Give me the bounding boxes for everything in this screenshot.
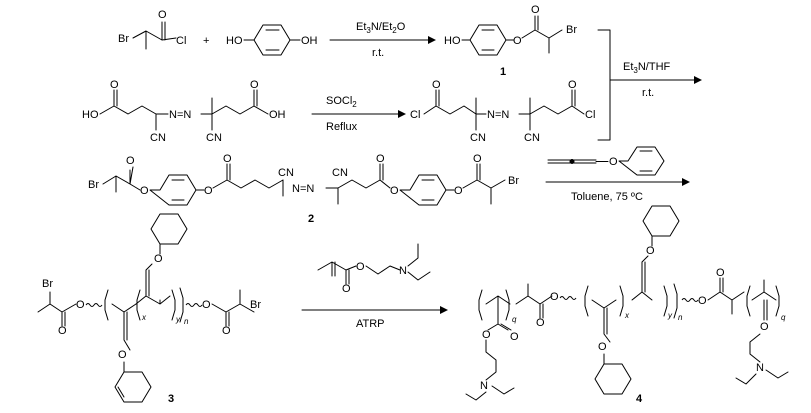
atom-o: O: [58, 325, 67, 337]
atom-cn: CN: [332, 167, 348, 179]
subscript-y: y: [667, 311, 673, 320]
atom-cn: CN: [470, 132, 486, 144]
atom-o: O: [513, 35, 522, 47]
atom-o: O: [646, 245, 655, 257]
subscript-q: q: [781, 313, 786, 322]
atom-o: O: [510, 331, 519, 343]
atom-o: O: [126, 155, 135, 167]
atom-o: O: [531, 4, 540, 16]
subscript-y: y: [175, 315, 181, 324]
atom-o: O: [482, 329, 491, 341]
atom-o: O: [223, 153, 232, 165]
condition-rt-2: r.t.: [642, 87, 654, 99]
atom-br: Br: [508, 175, 519, 187]
azo-diacid: HO O CN N=N CN O OH: [82, 79, 286, 144]
subscript-x: x: [624, 311, 630, 320]
atom-oh: OH: [301, 35, 318, 47]
atom-cn: CN: [524, 132, 540, 144]
condition-reflux: Reflux: [326, 121, 358, 133]
atom-o: O: [454, 185, 463, 197]
compound-4: O O q N O O O x O y n O O O q N: [465, 205, 789, 405]
atom-o: O: [250, 79, 259, 91]
subscript-n: n: [184, 317, 189, 326]
atom-o: O: [342, 283, 351, 295]
condition-et3n-thf: Et3N/THF: [623, 61, 671, 75]
bromopropanoyl-chloride: Br O Cl: [118, 9, 186, 50]
atom-o: O: [204, 185, 213, 197]
condition-socl2: SOCl2: [326, 95, 357, 109]
subscript-q: q: [512, 315, 517, 324]
atom-o: O: [76, 299, 85, 311]
atom-o: O: [110, 79, 119, 91]
compound-label-2: 2: [308, 213, 314, 225]
atom-o: O: [154, 253, 163, 265]
azo-diacid-chloride: Cl O CN N=N CN O Cl: [410, 79, 595, 144]
atom-cl: Cl: [585, 109, 595, 121]
condition-rt-1: r.t.: [372, 47, 384, 59]
azo-linkage: N=N: [169, 109, 191, 121]
azo-linkage: N=N: [292, 183, 314, 195]
atom-cl: Cl: [410, 109, 420, 121]
arrow-step4: O Toluene, 75 ºC: [545, 146, 690, 203]
atom-ho: HO: [444, 35, 461, 47]
atom-br: Br: [88, 179, 99, 191]
subscript-n: n: [678, 313, 683, 322]
condition-et3n-et2o: Et3N/Et2O: [356, 21, 406, 35]
atom-ho: HO: [226, 35, 243, 47]
atom-n: N: [399, 265, 407, 277]
atom-o: O: [118, 349, 127, 361]
bracket-step3: Et3N/THF r.t.: [597, 29, 702, 141]
compound-label-1: 1: [500, 66, 506, 78]
atom-o: O: [598, 341, 607, 353]
atom-br: Br: [42, 278, 53, 290]
compound-2: Br O O O O CN N=N CN O O O O Br 2: [88, 153, 519, 225]
atom-ho: HO: [82, 109, 99, 121]
atom-n: N: [756, 362, 764, 374]
atom-o: O: [376, 153, 385, 165]
atom-o: O: [536, 317, 545, 329]
atom-o: O: [698, 295, 707, 307]
compound-1: HO O O Br 1: [444, 4, 577, 78]
compound-3: Br O O O x O y n O O Br 3: [37, 213, 261, 405]
atom-o: O: [202, 299, 211, 311]
atom-o: O: [432, 79, 441, 91]
atom-br: Br: [118, 33, 129, 45]
azo-linkage: N=N: [487, 109, 509, 121]
atom-o: O: [356, 261, 365, 273]
arrow-step5: O O N ATRP: [301, 243, 448, 330]
atom-cn: CN: [206, 132, 222, 144]
hydroquinone: HO OH: [226, 24, 318, 56]
atom-br: Br: [250, 299, 261, 311]
arrow-step1: Et3N/Et2O r.t.: [329, 21, 436, 59]
compound-label-4: 4: [636, 393, 643, 405]
atom-o: O: [760, 321, 769, 333]
atom-o: O: [568, 79, 577, 91]
subscript-x: x: [141, 313, 147, 322]
plus-sign: +: [203, 35, 209, 47]
compound-label-3: 3: [168, 393, 174, 405]
atom-n: N: [480, 380, 488, 392]
arrow-step2: SOCl2 Reflux: [311, 95, 406, 133]
atom-o: O: [390, 185, 399, 197]
atom-o: O: [716, 267, 725, 279]
atom-br: Br: [566, 24, 577, 36]
atom-o: O: [609, 156, 618, 168]
atom-o: O: [473, 153, 482, 165]
condition-atrp: ATRP: [356, 318, 385, 330]
condition-toluene: Toluene, 75 ºC: [571, 191, 643, 203]
atom-o: O: [140, 185, 149, 197]
atom-o: O: [222, 325, 231, 337]
atom-cl: Cl: [176, 35, 186, 47]
atom-cn: CN: [150, 132, 166, 144]
atom-o: O: [158, 9, 167, 21]
atom-oh: OH: [269, 109, 286, 121]
atom-o: O: [550, 291, 559, 303]
atom-cn: CN: [278, 167, 294, 179]
